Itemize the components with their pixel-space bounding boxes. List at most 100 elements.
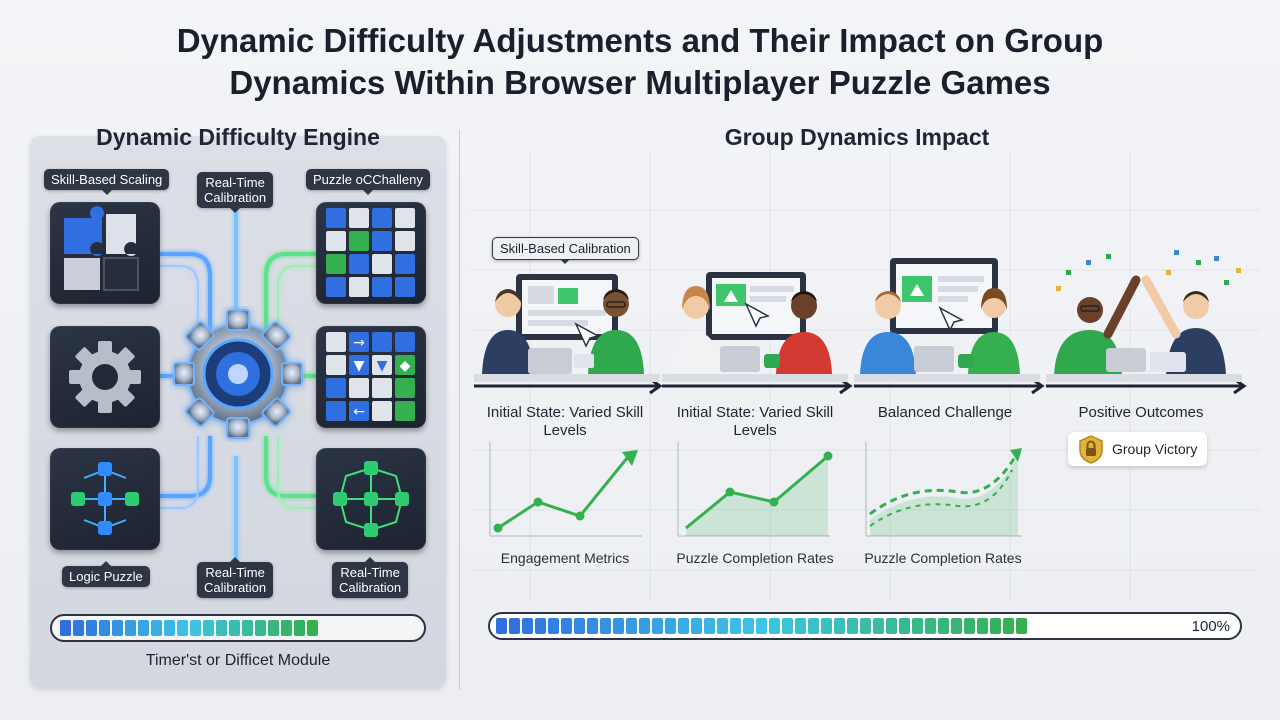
arrow-grid-icon: →▼▼◆← [326,332,415,421]
area-fill [686,456,828,536]
grid-cell [326,277,346,297]
data-point [575,511,585,521]
tag-line: Real-Time [205,565,265,580]
grid-cell [395,277,415,297]
tag-line: Calibration [339,580,402,595]
grid-cell [395,378,415,398]
grid-cell [326,378,346,398]
engagement-line [497,451,634,530]
section-divider [459,130,460,690]
node-graph-icon [333,461,409,537]
data-point [769,497,779,507]
progress-segment [561,618,572,634]
progress-segment [1016,618,1027,634]
impact-progress-segments [496,618,1234,634]
gear-icon [69,341,141,413]
tag-puzzle-challenge: Puzzle oCChalleny [306,169,430,195]
impact-heading: Group Dynamics Impact [724,124,990,150]
progress-segment [743,618,754,634]
tag-realtime-calibration-bottom: Real-Time Calibration [197,557,274,598]
arrow-icon: ← [353,404,365,420]
completion-rates-chart-2 [865,442,1022,537]
callout-skill-based-calibration: Skill-Based Calibration [492,237,639,264]
progress-segment [307,620,318,636]
grid-icon [326,208,415,297]
grid-cell [395,254,415,274]
badge-label: Group Victory [1112,441,1198,457]
progress-segment [821,618,832,634]
progress-segment [886,618,897,634]
progress-segment [1003,618,1014,634]
engine-circuit-wires [160,206,316,566]
grid-cell [349,277,369,297]
grid-cell [372,332,392,352]
grid-cell [372,231,392,251]
data-point [823,451,833,461]
progress-segment [626,618,637,634]
progress-segment [86,620,97,636]
progress-segment [834,618,845,634]
grid-cell [349,254,369,274]
logic-puzzle-tile [50,448,160,550]
stage-label-line: Levels [733,422,777,439]
stage-label-line: Initial State: Varied Skill [486,404,644,421]
scene-initial-state [482,274,644,374]
engagement-metrics-chart [489,442,642,537]
tag-line: Calibration [204,190,267,205]
grid-cell [395,231,415,251]
progress-segment [496,618,507,634]
grid-cell [372,355,392,375]
progress-segment [138,620,149,636]
progress-segment [899,618,910,634]
progress-segment [691,618,702,634]
grid-cell [395,401,415,421]
progress-segment [925,618,936,634]
group-victory-badge: Group Victory [1068,432,1208,466]
progress-segment [795,618,806,634]
impact-progress-bar: 100% [488,612,1242,640]
progress-segment [268,620,279,636]
completion-line [685,454,829,530]
tag-line: Real-Time [205,175,265,190]
engine-heading: Dynamic Difficulty Engine [96,124,380,150]
progress-segment [717,618,728,634]
stage-label-line: Balanced Challenge [877,404,1013,421]
cursor-icon [574,322,601,348]
puzzle-piece-icon [64,206,139,291]
progress-segment [229,620,240,636]
progress-segment [860,618,871,634]
grid-cell [372,254,392,274]
cursor-icon [938,306,965,332]
puzzle-grid-tile [316,202,426,304]
cursor-icon [744,302,771,328]
grid-cell [349,332,369,352]
stage-label-line: Levels [543,422,587,439]
stage-label-line: Initial State: Varied Skill [676,404,834,421]
gear-tile [50,326,160,428]
main-title: Dynamic Difficulty Adjustments and Their… [0,20,1280,104]
progress-segment [522,618,533,634]
progress-segment [639,618,650,634]
lock-shield-icon [1079,435,1103,464]
stage-label-2: Initial State: Varied Skill Levels [660,404,850,440]
grid-cell [349,401,369,421]
grid-cell [349,231,369,251]
progress-segment [99,620,110,636]
stage-label-3: Balanced Challenge [850,404,1040,422]
progress-segment [678,618,689,634]
trend-arrow-icon [622,450,638,466]
tag-line: Calibration [204,580,267,595]
progress-segment [600,618,611,634]
tag-realtime-calibration-top: Real-Time Calibration [197,172,274,213]
progress-segment [535,618,546,634]
engine-progress-bar [50,614,426,642]
grid-cell [372,277,392,297]
grid-cell [326,254,346,274]
grid-cell [395,208,415,228]
arrow-icon: ▼ [354,358,365,374]
node-graph-tile [316,448,426,550]
tag-line: Real-Time [340,565,400,580]
progress-segment [190,620,201,636]
data-point [725,487,735,497]
progress-segment [112,620,123,636]
